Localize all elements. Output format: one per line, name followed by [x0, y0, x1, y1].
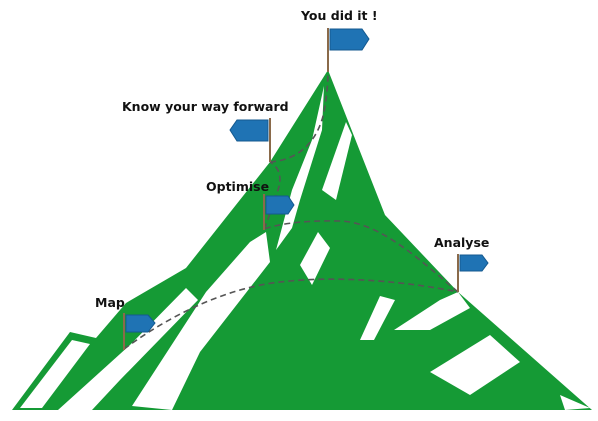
optimise-flag	[263, 194, 295, 230]
know-your-way-forward-flag	[229, 118, 271, 162]
flag-banner	[125, 314, 156, 333]
know-your-way-forward-label: Know your way forward	[122, 99, 289, 114]
climbing-path	[123, 69, 459, 350]
flag-banner	[265, 195, 295, 215]
flag-banner	[459, 254, 489, 272]
flag-banner	[329, 28, 370, 51]
analyse-label: Analyse	[434, 235, 490, 250]
flag-banner	[229, 119, 269, 142]
analyse-flag	[457, 254, 489, 292]
summit-flag	[327, 28, 370, 72]
summit-label: You did it !	[301, 8, 378, 23]
map-flag	[123, 313, 156, 350]
optimise-label: Optimise	[206, 179, 270, 194]
map-label: Map	[95, 295, 125, 310]
